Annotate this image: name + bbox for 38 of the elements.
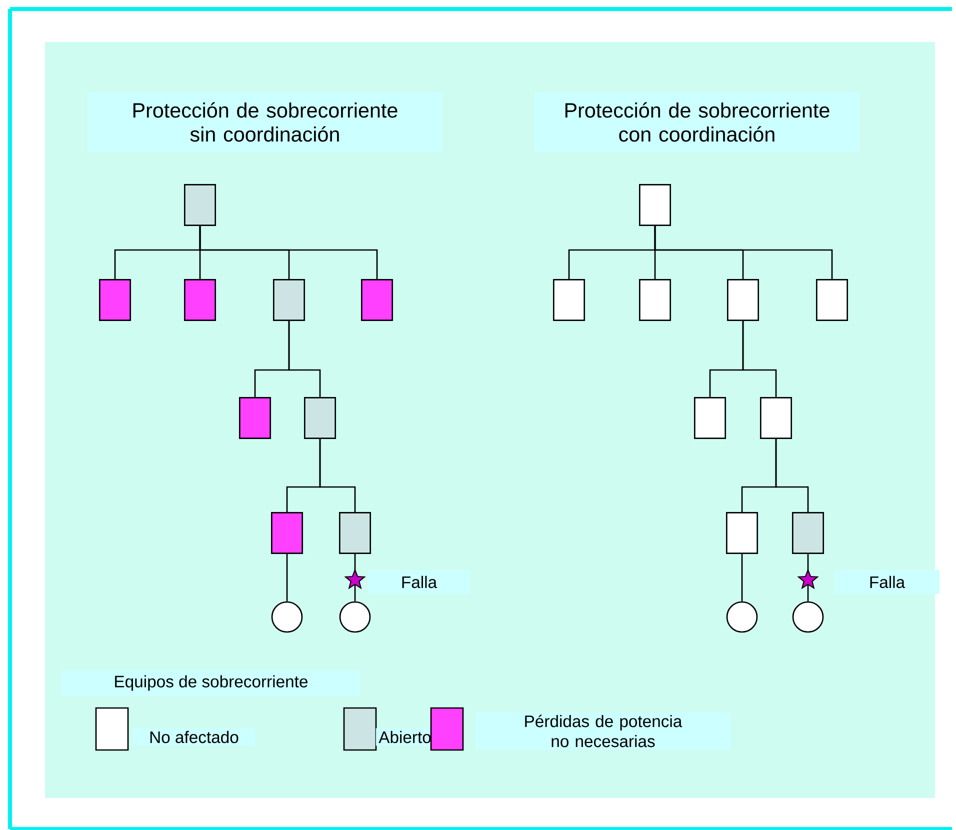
legend-heading: Equipos de sobrecorriente	[62, 670, 360, 696]
breaker-box	[273, 279, 305, 321]
connector-line	[286, 554, 288, 602]
load-circle	[339, 601, 371, 633]
breaker-box	[816, 279, 848, 321]
connector-line	[288, 321, 321, 397]
fault-label: Falla	[834, 570, 940, 594]
breaker-box	[184, 184, 216, 226]
breaker-box	[760, 397, 792, 439]
breaker-box	[184, 279, 216, 321]
breaker-box	[639, 279, 671, 321]
breaker-box	[304, 397, 336, 439]
breaker-box	[694, 397, 726, 439]
connector-line	[742, 321, 777, 397]
load-circle	[271, 601, 303, 633]
legend-label: No afectado	[133, 728, 255, 746]
legend-label: Abierto	[376, 728, 434, 746]
load-circle	[726, 601, 758, 633]
breaker-box	[361, 279, 394, 321]
connector-line	[319, 439, 356, 512]
breaker-box	[726, 512, 758, 554]
connector-line	[741, 554, 743, 602]
connector-line	[775, 439, 809, 512]
legend-label: Pérdidas de potencia no necesarias	[475, 712, 731, 750]
heading: Protección de sobrecorriente con coordinación	[534, 92, 860, 152]
heading: Protección de sobrecorriente sin coordinación	[88, 92, 442, 152]
connector-line	[199, 226, 378, 279]
breaker-box	[639, 184, 671, 226]
breaker-box	[271, 512, 303, 554]
fault-label: Falla	[368, 570, 470, 594]
breaker-box	[553, 279, 585, 321]
connector-line	[654, 226, 833, 279]
breaker-box	[99, 279, 131, 321]
breaker-box	[239, 397, 271, 439]
breaker-box	[792, 512, 824, 554]
breaker-box	[727, 279, 759, 321]
load-circle	[792, 601, 824, 633]
breaker-box	[339, 512, 371, 554]
